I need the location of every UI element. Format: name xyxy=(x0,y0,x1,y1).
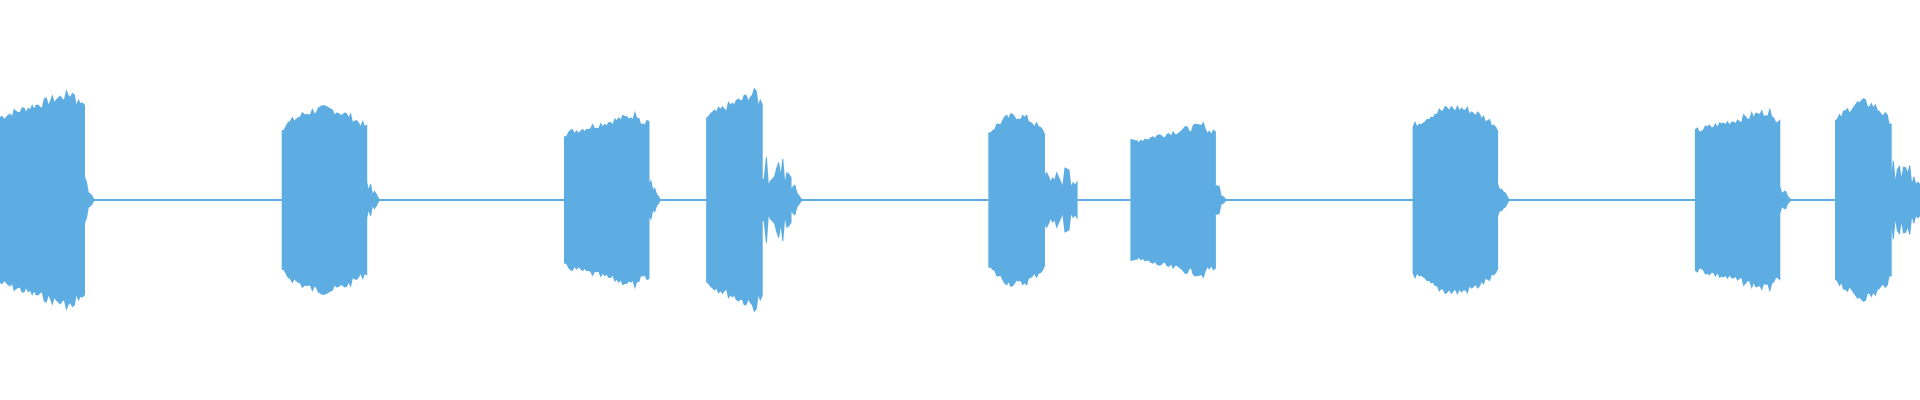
waveform-tail xyxy=(84,176,95,224)
waveform-burst xyxy=(1890,160,1920,240)
waveform-tail xyxy=(1214,184,1228,216)
waveform-burst xyxy=(1130,121,1216,279)
waveform-tail xyxy=(648,178,662,222)
waveform-burst xyxy=(761,157,792,243)
waveform-burst xyxy=(281,105,368,295)
waveform-burst xyxy=(1412,104,1499,296)
waveform-burst xyxy=(706,87,763,313)
waveform-burst xyxy=(0,89,85,311)
waveform-burst xyxy=(1044,167,1078,233)
waveform-tail xyxy=(1779,186,1793,214)
waveform-burst xyxy=(988,113,1045,287)
waveform-tail xyxy=(790,184,804,216)
waveform-bursts xyxy=(0,87,1920,313)
waveform-tail xyxy=(1497,183,1510,217)
waveform-burst xyxy=(564,110,650,290)
waveform-tail xyxy=(366,181,381,219)
waveform-burst xyxy=(1835,98,1892,302)
waveform-burst xyxy=(1694,107,1781,293)
